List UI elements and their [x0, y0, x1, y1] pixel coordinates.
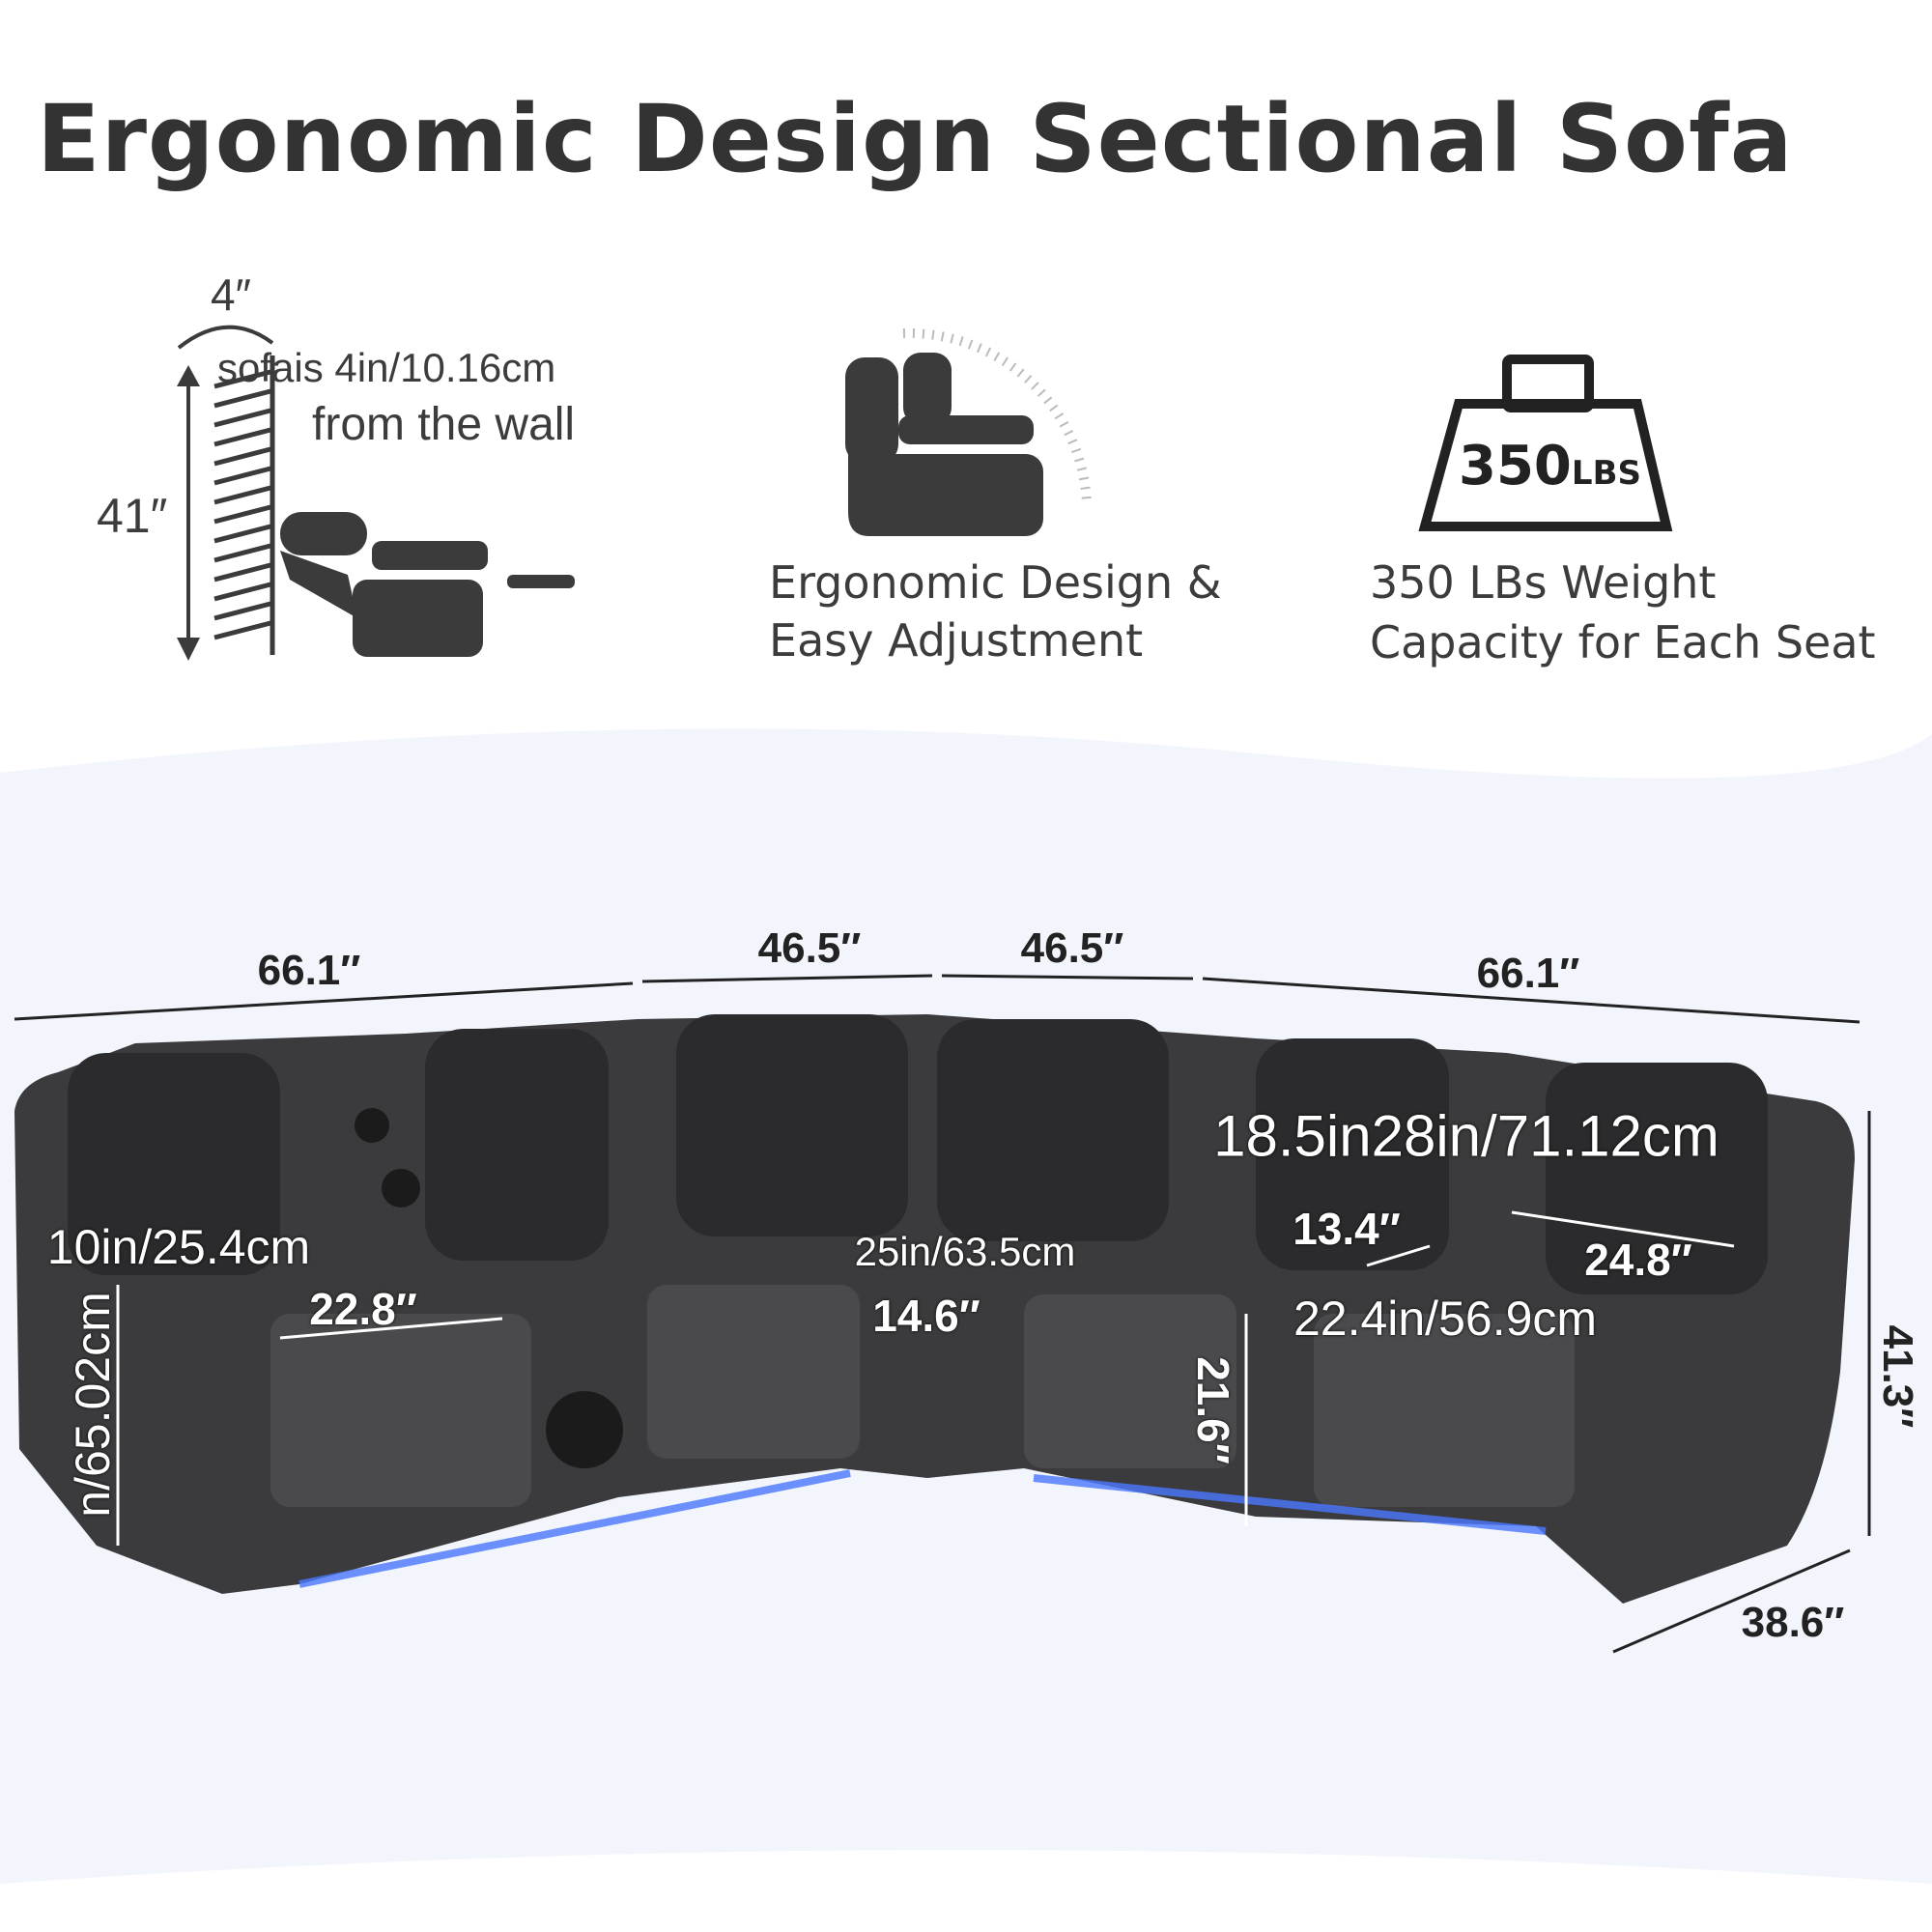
dim-total-height: 41.3″	[1874, 1324, 1921, 1429]
headrest-left	[68, 1053, 280, 1275]
dim-backrest: 18.5in28in/71.12cm	[1213, 1103, 1719, 1169]
weight-icon	[1418, 355, 1673, 531]
wall-gap-label: 4″	[211, 270, 251, 320]
recline-scale	[902, 327, 1092, 503]
weight-badge: 350LBS	[1459, 435, 1641, 497]
sectional-sofa	[14, 1014, 1855, 1604]
dim-left-seat-width: 22.8″	[309, 1284, 417, 1334]
wall-text-line2: from the wall	[312, 399, 576, 450]
dim-corner-depth: 25in/63.5cm	[854, 1229, 1076, 1274]
led-strip	[298, 1469, 1547, 1588]
weight-number: 350	[1459, 435, 1572, 497]
ergonomic-line2: Easy Adjustment	[769, 614, 1144, 667]
wall-clearance-icon	[177, 325, 575, 661]
wall-text-line1: sofais 4in/10.16cm	[217, 345, 556, 390]
dim-right-width: 66.1″	[1476, 950, 1580, 997]
dim-center-left-width: 46.5″	[757, 924, 862, 972]
page-title: Ergonomic Design Sectional Sofa	[37, 85, 1794, 193]
weight-line1: 350 LBs Weight	[1370, 556, 1717, 609]
weight-unit: LBS	[1571, 454, 1641, 493]
dim-right-seat-diag: 24.8″	[1584, 1235, 1692, 1285]
ergonomic-line1: Ergonomic Design &	[769, 556, 1222, 609]
dim-left-arm: 10in/25.4cm	[46, 1220, 311, 1274]
dimension-arrows	[14, 974, 1871, 1654]
dim-console-width: 13.4″	[1293, 1204, 1401, 1254]
dim-depth: 38.6″	[1741, 1599, 1845, 1646]
dim-left-width: 66.1″	[257, 947, 361, 994]
dimension-arrows-white	[116, 1210, 1735, 1546]
dim-left-height: n/65.02cm	[66, 1292, 120, 1518]
recliner-icon	[845, 327, 1092, 536]
wall-hatch	[213, 369, 271, 640]
dim-seat-depth: 22.4in/56.9cm	[1293, 1292, 1598, 1346]
dim-corner-width: 14.6″	[872, 1291, 980, 1341]
dim-center-right-width: 46.5″	[1020, 924, 1124, 972]
gap-arrow	[177, 325, 274, 350]
wall-height-label: 41″	[97, 489, 168, 543]
dim-seat-height: 21.6″	[1188, 1356, 1238, 1464]
weight-line2: Capacity for Each Seat	[1370, 616, 1876, 668]
